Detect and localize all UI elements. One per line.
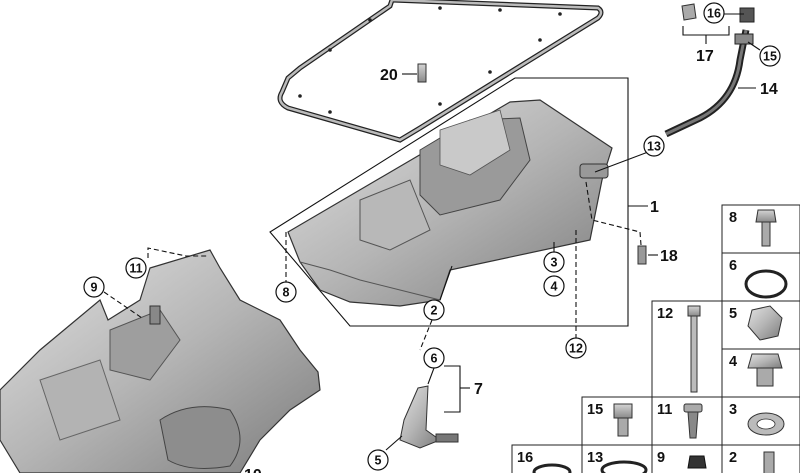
oil-level-sensor [399, 385, 459, 449]
bolt-8-icon [755, 209, 777, 247]
clip-9-icon [687, 455, 707, 469]
nut-5-icon [747, 305, 783, 341]
parts-table: 8 6 12 5 4 15 11 3 16 13 9 2 [511, 204, 800, 473]
dipstick-guide-tube [664, 3, 755, 138]
label-20: 20 [380, 67, 398, 84]
oil-pan-gasket [277, 0, 604, 143]
label-18: 18 [660, 248, 678, 265]
label-16: 16 [707, 7, 721, 21]
table-label-4: 4 [729, 354, 737, 370]
label-4: 4 [551, 280, 558, 294]
table-label-5: 5 [729, 306, 737, 322]
bracket-17 [682, 26, 730, 36]
screw-plug-4-icon [747, 353, 783, 387]
label-6: 6 [431, 352, 438, 366]
label-13: 13 [647, 140, 661, 154]
label-14: 14 [760, 81, 778, 98]
table-label-16: 16 [517, 450, 533, 466]
bolt-12-icon [687, 305, 701, 393]
table-label-2: 2 [729, 450, 737, 466]
table-label-8: 8 [729, 210, 737, 226]
seal-ring-6-icon [744, 269, 788, 299]
label-15: 15 [763, 50, 777, 64]
o-ring-13-icon [600, 460, 648, 473]
dowel-pin [417, 63, 427, 83]
o-ring-16-icon [532, 463, 572, 473]
label-10: 10 [244, 467, 262, 473]
table-label-9: 9 [657, 450, 665, 466]
label-17: 17 [696, 48, 714, 65]
label-12: 12 [569, 342, 583, 356]
table-label-11: 11 [657, 402, 672, 418]
label-2: 2 [431, 304, 438, 318]
label-1: 1 [650, 199, 659, 216]
table-label-15: 15 [587, 402, 603, 418]
table-label-6: 6 [729, 258, 737, 274]
level-sensor [637, 245, 647, 265]
label-5: 5 [375, 454, 382, 468]
label-8: 8 [283, 286, 290, 300]
dowel-2-icon [763, 451, 775, 473]
frame-outline [269, 77, 629, 327]
label-9: 9 [91, 281, 98, 295]
table-label-3: 3 [729, 402, 737, 418]
label-7: 7 [474, 381, 483, 398]
expansion-rivet-11-icon [683, 403, 703, 439]
oil-pan [287, 99, 613, 307]
table-label-13: 13 [587, 450, 603, 466]
label-3: 3 [551, 256, 558, 270]
screw-plug-15-icon [613, 403, 633, 437]
table-label-12: 12 [657, 306, 673, 322]
label-11: 11 [129, 262, 142, 276]
underbody-protection-plate [0, 249, 321, 473]
